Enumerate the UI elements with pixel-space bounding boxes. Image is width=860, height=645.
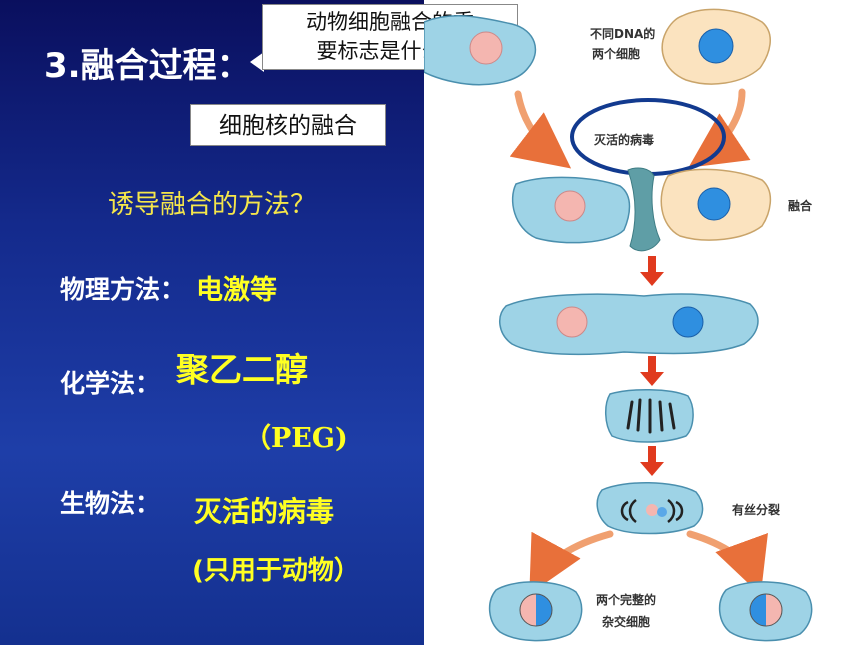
- hybrid-cells-label-2: 杂交细胞: [602, 614, 650, 629]
- curved-arrow-left: [509, 90, 572, 169]
- chemical-method-label: 化学法：: [60, 369, 161, 398]
- pink-nucleus: [469, 31, 503, 65]
- hybrid-cell: [499, 293, 759, 356]
- virus-label: 灭活的病毒: [593, 132, 654, 147]
- mitosis-cell: [596, 482, 704, 535]
- fusing-cell-left: [511, 176, 631, 244]
- pink-nucleus: [554, 190, 586, 222]
- nucleus-fusion-answer: 细胞核的融合: [190, 104, 386, 146]
- methods-question: 诱导融合的方法？: [108, 190, 317, 220]
- blue-nucleus: [697, 187, 731, 221]
- top-cells-label-2: 两个细胞: [592, 46, 640, 61]
- callout-tail: [250, 52, 264, 72]
- chemical-method-value: 聚乙二醇: [176, 350, 308, 389]
- left-panel: 3.融合过程： 物理方法： 电激等 化学法： 聚乙二醇 （PEG) 生物法： 灭…: [0, 0, 424, 645]
- chromosome-cell: [605, 388, 694, 443]
- physical-method-label: 物理方法：: [60, 275, 186, 304]
- cell-fusion-diagram: 不同DNA的 两个细胞 灭活的病毒 融合: [424, 0, 860, 645]
- daughter-cell-right: [718, 581, 813, 642]
- top-cells-label-1: 不同DNA的: [590, 26, 655, 41]
- biological-method-note: (只用于动物）: [192, 556, 360, 586]
- top-cell-right: [661, 8, 771, 85]
- biological-method-value: 灭活的病毒: [194, 495, 335, 528]
- inactivated-virus: [627, 167, 661, 252]
- fusion-label: 融合: [788, 198, 813, 213]
- curved-arrow-right: [688, 88, 751, 168]
- daughter-cell-left: [488, 581, 583, 642]
- fusing-cell-right: [660, 168, 772, 241]
- slide-title: 3.融合过程：: [44, 46, 251, 86]
- chemical-method-peg: （PEG): [244, 423, 348, 454]
- biological-method-label: 生物法：: [60, 489, 161, 518]
- down-arrow-1: [640, 256, 664, 286]
- curved-arrow-lower-left: [529, 530, 614, 595]
- diagram-svg: 不同DNA的 两个细胞 灭活的病毒 融合: [424, 8, 813, 642]
- blue-nucleus: [698, 28, 734, 64]
- pink-nucleus: [556, 306, 588, 338]
- down-arrow-3: [640, 446, 664, 476]
- physical-method-value: 电激等: [196, 275, 277, 306]
- mitosis-label: 有丝分裂: [732, 502, 780, 517]
- hybrid-cells-label-1: 两个完整的: [596, 592, 656, 607]
- blue-nucleus: [672, 306, 704, 338]
- down-arrow-2: [640, 356, 664, 386]
- curved-arrow-lower-right: [686, 530, 768, 596]
- top-cell-left: [424, 15, 537, 86]
